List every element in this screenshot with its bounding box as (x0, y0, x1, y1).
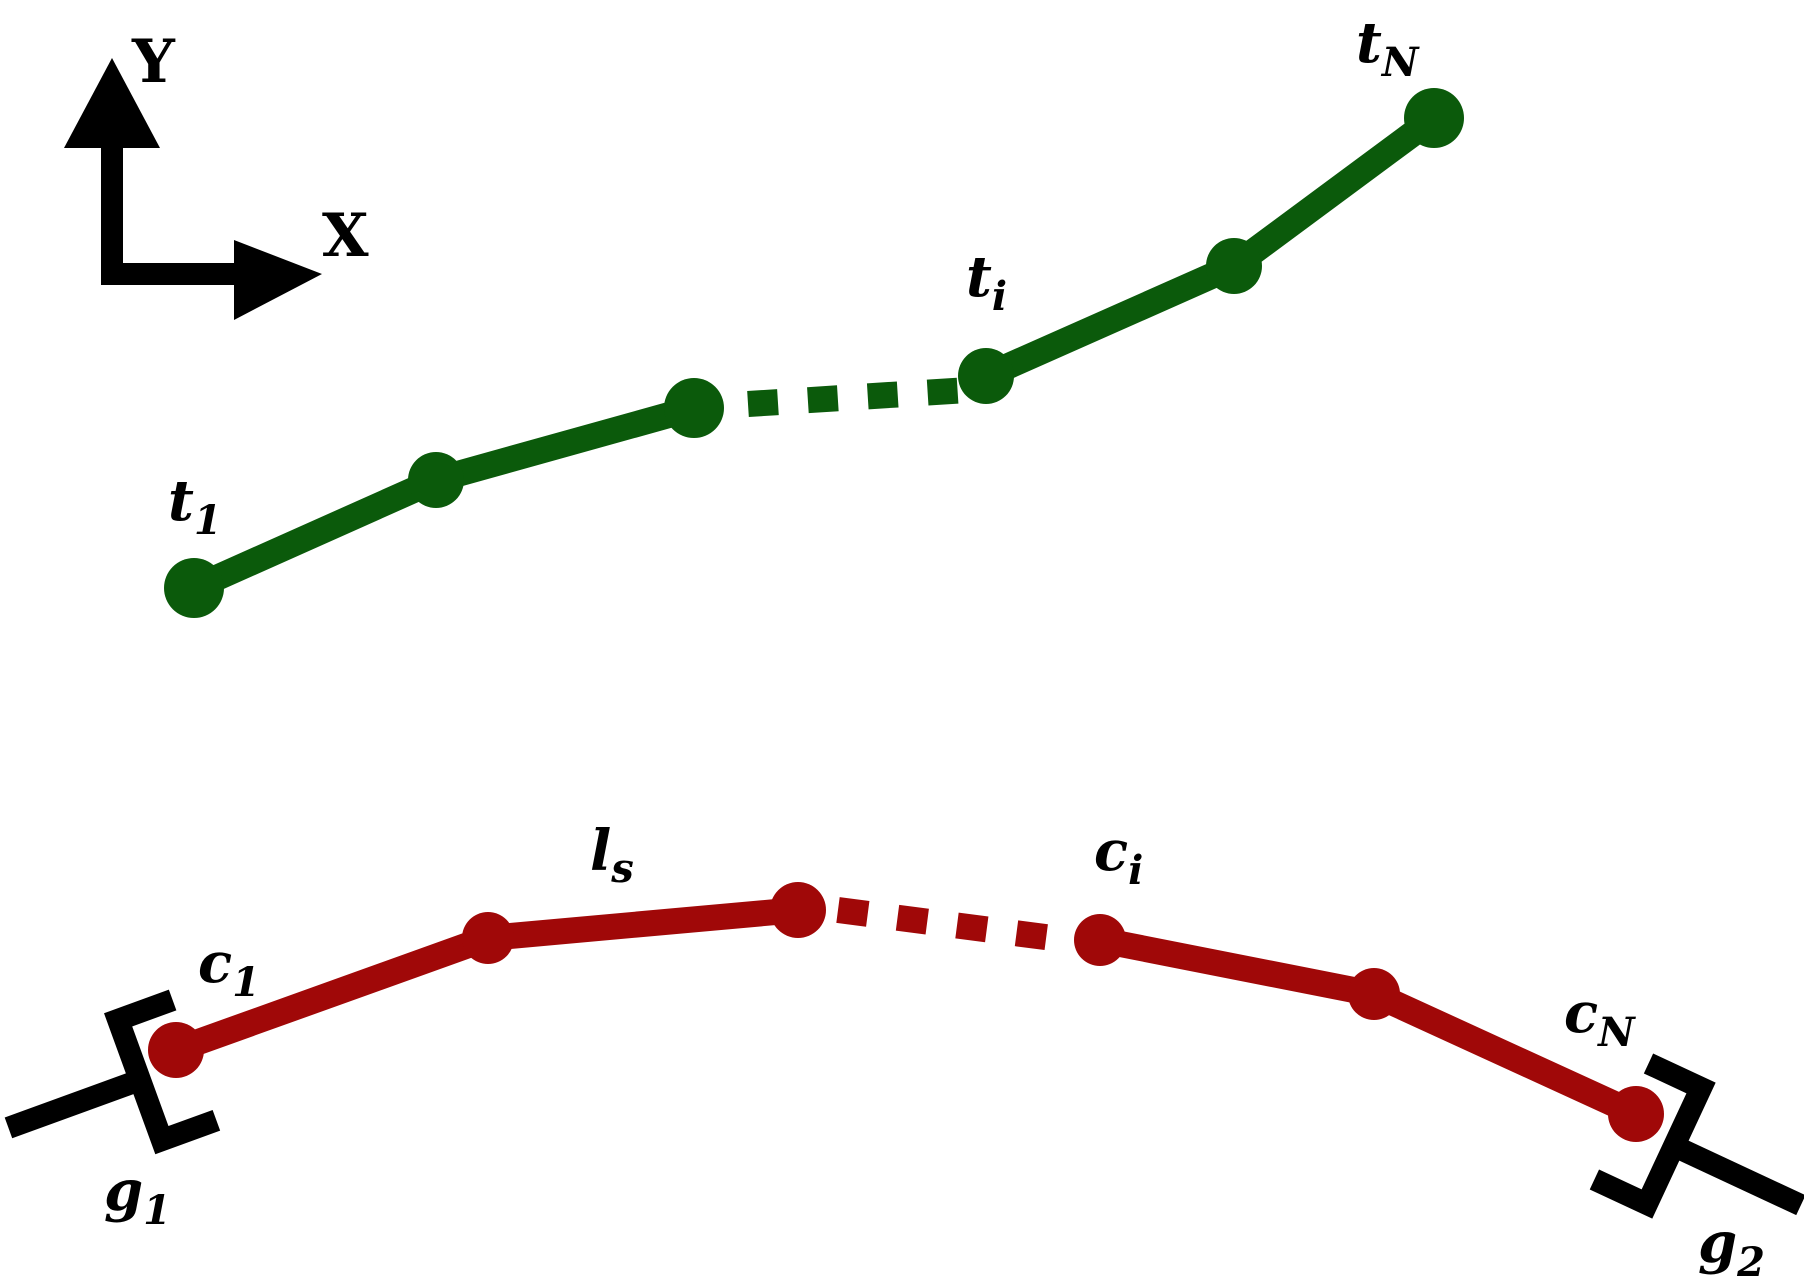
x-axis-arrowhead (234, 240, 322, 320)
target-gap-dashes (747, 377, 969, 417)
gripper-g2-shaft (1669, 1136, 1804, 1216)
y-axis-arrowhead (64, 58, 160, 148)
current-gap-dashes (836, 897, 1070, 953)
target-shape: t1 ti tN (164, 10, 1464, 618)
label-c1: c1 (198, 930, 260, 1006)
target-point-tN (1404, 88, 1464, 148)
gripper-g2-jaws (1589, 1053, 1716, 1219)
target-point (408, 452, 464, 508)
current-point-cN (1608, 1086, 1664, 1142)
label-cN: cN (1564, 980, 1636, 1056)
label-t1: t1 (168, 468, 222, 544)
current-point-c1 (148, 1022, 204, 1078)
gripper-g1-shaft (4, 1069, 144, 1139)
label-g2: g2 (1698, 1210, 1765, 1284)
label-tN: tN (1356, 10, 1420, 86)
y-axis-label: Y (131, 27, 176, 97)
label-ls: ls (590, 818, 634, 892)
label-ci: ci (1094, 818, 1143, 894)
gripper-g2 (1589, 1053, 1804, 1219)
target-point-ti (958, 348, 1014, 404)
axes-lines (101, 140, 240, 285)
current-shape: ls c1 ci cN (148, 818, 1664, 1142)
target-point-t1 (164, 558, 224, 618)
current-point (462, 912, 514, 964)
label-g1: g1 (104, 1158, 171, 1234)
label-ti: ti (966, 244, 1007, 320)
current-segments-right (1087, 927, 1649, 1127)
current-point-ci (1074, 914, 1126, 966)
target-point (664, 378, 724, 438)
x-axis-label: X (322, 201, 369, 271)
current-point (1348, 968, 1400, 1020)
current-point (770, 882, 826, 938)
gripper-g1-jaws (104, 989, 221, 1155)
target-point (1206, 238, 1262, 294)
coordinate-axes: Y X (64, 27, 369, 320)
target-segments-right (973, 105, 1447, 389)
gripper-g1 (4, 989, 221, 1155)
